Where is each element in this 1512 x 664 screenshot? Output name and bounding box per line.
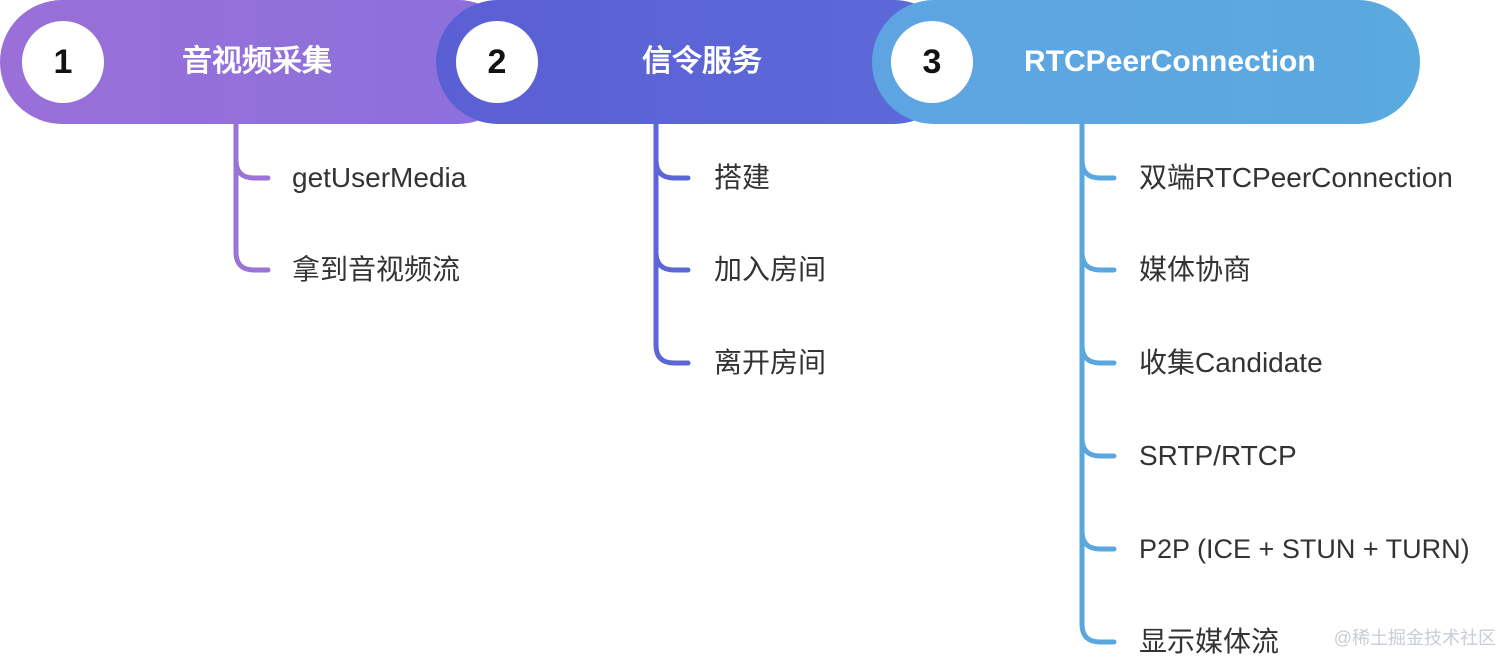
stage-3-pill: 3 RTCPeerConnection — [872, 0, 1420, 124]
stage-2-item: 加入房间 — [714, 254, 827, 285]
stage-3-item: 双端RTCPeerConnection — [1139, 162, 1453, 193]
stage-2-item: 搭建 — [714, 162, 771, 193]
stage-3-branch — [1079, 249, 1117, 273]
stage-1-item: 拿到音视频流 — [292, 254, 461, 285]
stage-1-item: getUserMedia — [292, 162, 467, 193]
stage-2-trunk — [653, 121, 691, 366]
stage-2-title: 信令服务 — [642, 45, 762, 78]
stage-1-title: 音视频采集 — [182, 45, 332, 78]
stage-3-item: 媒体协商 — [1139, 254, 1252, 285]
stage-2-branch — [653, 249, 691, 273]
stage-1-branch — [233, 157, 271, 181]
stage-1-trunk — [233, 121, 271, 273]
stage-1-pill: 1 音视频采集 — [0, 0, 520, 124]
stage-2-pill: 2 信令服务 — [436, 0, 956, 124]
stage-3-branch — [1079, 157, 1117, 181]
stage-2-number: 2 — [456, 21, 538, 103]
stage-2-item: 离开房间 — [714, 347, 827, 378]
stage-3-number: 3 — [891, 21, 973, 103]
stage-3-branch — [1079, 528, 1117, 552]
stage-3-item: 显示媒体流 — [1139, 626, 1280, 657]
stage-3-item: SRTP/RTCP — [1139, 440, 1297, 471]
stage-1-number: 1 — [22, 21, 104, 103]
stage-3-item: P2P (ICE + STUN + TURN) — [1139, 534, 1470, 564]
stage-2-branch — [653, 157, 691, 181]
stage-3-item: 收集Candidate — [1139, 347, 1323, 378]
stage-3-branch — [1079, 342, 1117, 366]
watermark: @稀土掘金技术社区 — [1333, 628, 1496, 648]
stage-3-trunk — [1079, 121, 1117, 645]
stage-3-branch — [1079, 435, 1117, 459]
stage-3-title: RTCPeerConnection — [1024, 45, 1316, 78]
